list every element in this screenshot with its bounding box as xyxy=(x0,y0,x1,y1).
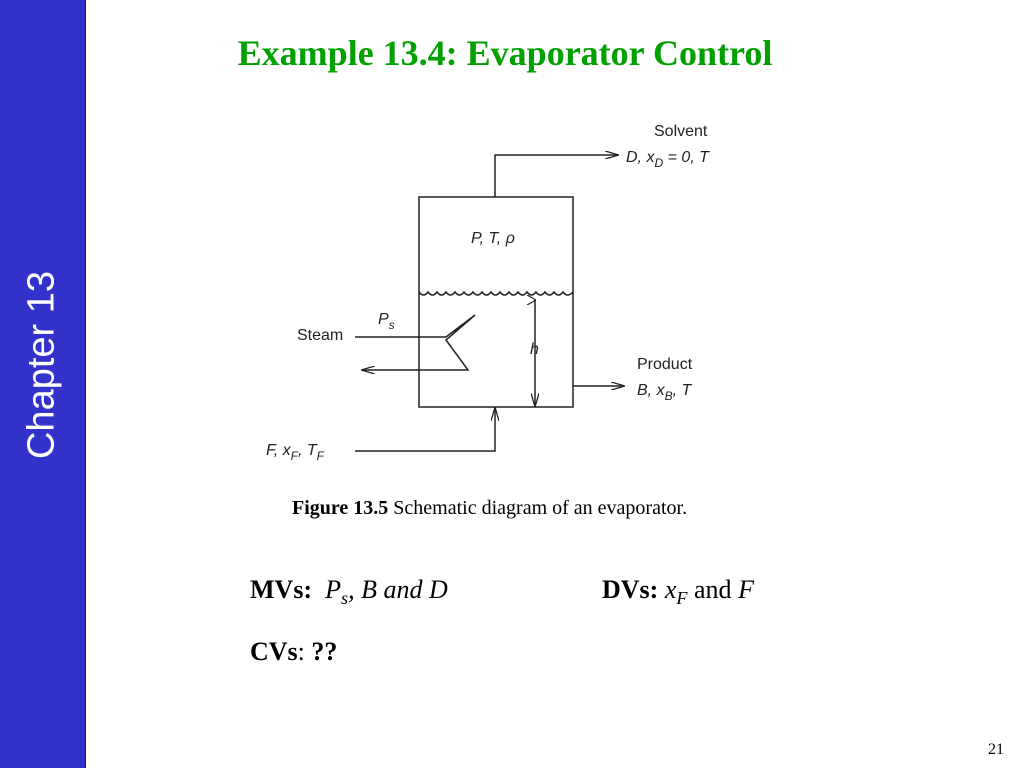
liquid-surface xyxy=(418,290,574,296)
steam-label: Steam xyxy=(297,327,343,344)
figure-caption: Figure 13.5 Schematic diagram of an evap… xyxy=(292,497,688,519)
level-label: h xyxy=(530,341,539,358)
steam-coil xyxy=(355,314,476,370)
feed-equation: F, xF, TF xyxy=(266,442,325,463)
solvent-stream xyxy=(494,155,618,197)
chapter-sidebar: Chapter 13 xyxy=(0,0,86,768)
product-equation: B, xB, T xyxy=(637,382,692,403)
slide-title: Example 13.4: Evaporator Control xyxy=(237,33,773,73)
manipulated-variables: MVs: Ps, B and D xyxy=(250,575,448,609)
evaporator-vessel xyxy=(418,196,574,408)
solvent-label: Solvent xyxy=(654,123,708,140)
product-label: Product xyxy=(637,356,693,373)
steam-pressure-label: Ps xyxy=(378,311,395,332)
disturbance-variables: DVs: xF and F xyxy=(602,575,754,609)
slide-title-container: Example 13.4: Evaporator Control xyxy=(0,32,1010,74)
controlled-variables: CVs: ?? xyxy=(250,637,338,666)
distillate-equation: D, xD = 0, T xyxy=(626,149,710,170)
feed-stream xyxy=(355,408,495,452)
tank-state-label: P, T, ρ xyxy=(471,230,515,247)
page-number: 21 xyxy=(988,741,1004,758)
